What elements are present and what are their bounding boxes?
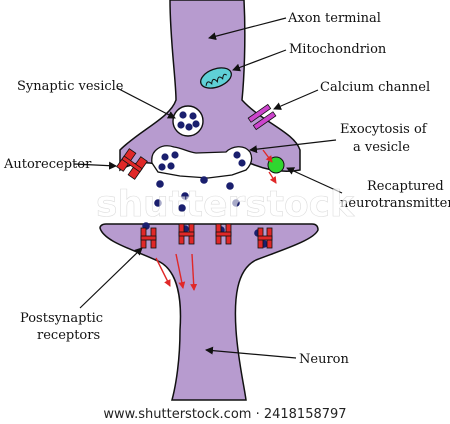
label-recaptured-line2: neurotransmitter bbox=[340, 196, 450, 211]
recaptured-neurotransmitter-icon bbox=[262, 149, 285, 184]
label-recaptured-line1: Recaptured bbox=[367, 179, 444, 194]
label-postsynaptic-line2: receptors bbox=[37, 328, 100, 343]
calcium-channel-icon bbox=[247, 103, 277, 131]
footer-bar bbox=[0, 402, 450, 424]
postsynaptic-receptors bbox=[140, 223, 273, 249]
footer-stock-id: www.shutterstock.com · 2418158797 bbox=[103, 407, 346, 422]
label-axon-terminal: Axon terminal bbox=[287, 11, 381, 26]
mitochondrion-icon bbox=[200, 67, 232, 89]
label-synaptic-vesicle: Synaptic vesicle bbox=[17, 79, 124, 94]
autoreceptor-icon bbox=[116, 148, 148, 180]
label-autoreceptor: Autoreceptor bbox=[3, 157, 92, 172]
label-neuron: Neuron bbox=[299, 352, 349, 367]
label-postsynaptic-line1: Postsynaptic bbox=[20, 311, 103, 326]
leader-lines bbox=[73, 17, 343, 359]
label-calcium-channel: Calcium channel bbox=[320, 80, 430, 95]
label-exocytosis-line2: a vesicle bbox=[353, 140, 410, 155]
label-exocytosis-line1: Exocytosis of bbox=[340, 122, 428, 137]
label-mitochondrion: Mitochondrion bbox=[289, 42, 387, 57]
synaptic-vesicle bbox=[172, 105, 204, 137]
postsynaptic-neuron bbox=[99, 223, 319, 401]
signal-arrows bbox=[155, 253, 198, 291]
watermark-brand: shutterstock bbox=[96, 184, 355, 225]
